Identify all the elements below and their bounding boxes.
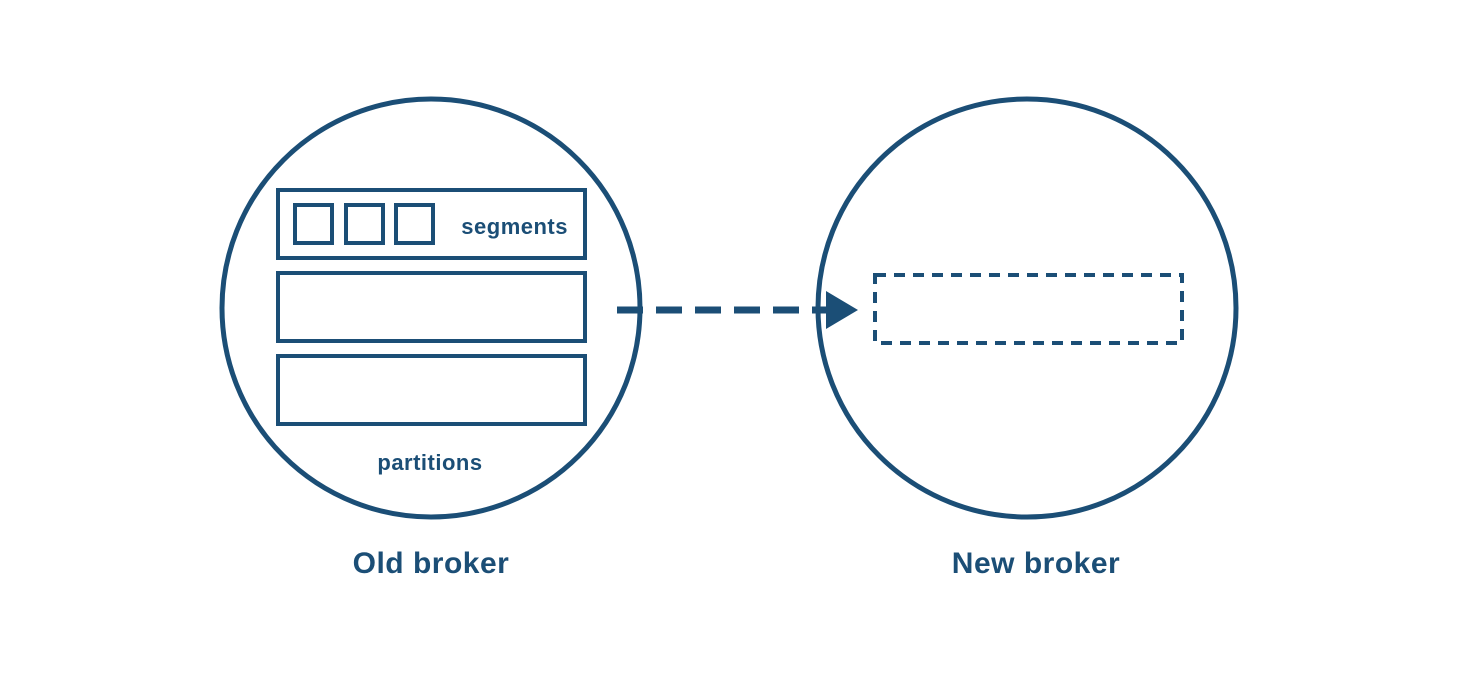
segment-square-3: [394, 203, 435, 245]
new-broker-label: New broker: [952, 547, 1120, 580]
segment-square-1: [293, 203, 334, 245]
new-broker-circle: [815, 96, 1239, 520]
partition-3: [276, 354, 587, 426]
partitions-label: partitions: [377, 450, 482, 475]
old-broker-label: Old broker: [353, 547, 510, 580]
segment-square-2: [344, 203, 385, 245]
segments-label: segments: [461, 214, 568, 239]
destination-partition-placeholder: [873, 273, 1184, 345]
migration-arrow-head-icon: [826, 291, 858, 329]
partition-2: [276, 271, 587, 343]
